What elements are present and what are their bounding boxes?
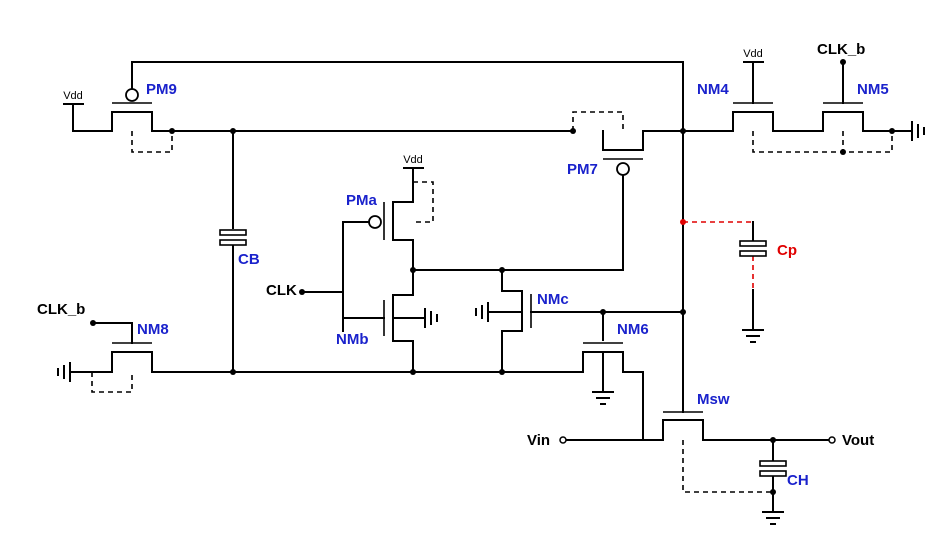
signal-vin: Vin xyxy=(527,432,550,449)
nmos-nmc xyxy=(487,290,532,332)
capacitor-cb xyxy=(219,229,247,246)
label-nm5: NM5 xyxy=(857,81,889,98)
signal-clk: CLK xyxy=(266,282,297,299)
pmos-pma xyxy=(342,167,414,241)
ground-cp-icon xyxy=(742,329,764,343)
signal-vout: Vout xyxy=(842,432,874,449)
label-pm9: PM9 xyxy=(146,81,177,98)
ground-symbols xyxy=(57,121,925,525)
vdd-label-pma: Vdd xyxy=(403,154,423,166)
vdd-symbols xyxy=(63,61,764,169)
ground-nmb-icon xyxy=(424,308,438,328)
label-pm7: PM7 xyxy=(567,161,598,178)
ground-nm6-icon xyxy=(592,391,614,405)
ground-nm8-icon xyxy=(57,362,71,382)
wires xyxy=(69,61,913,513)
nmos-nm4 xyxy=(732,61,774,132)
label-cp: Cp xyxy=(777,242,797,259)
bulk-connections xyxy=(91,111,893,493)
label-ch: CH xyxy=(787,472,809,489)
nmos-nm6 xyxy=(582,342,644,393)
label-pma: PMa xyxy=(346,192,378,209)
nmos-nm8 xyxy=(92,322,153,373)
ground-nmc-icon xyxy=(475,302,489,322)
label-nm8: NM8 xyxy=(137,321,169,338)
signal-clk-b-top: CLK_b xyxy=(817,41,865,58)
ground-ch-icon xyxy=(762,511,784,525)
label-nmb: NMb xyxy=(336,331,369,348)
nmos-nmb xyxy=(342,294,426,342)
label-msw: Msw xyxy=(697,391,730,408)
pmos-pm7 xyxy=(602,130,644,176)
vdd-label-nm4: Vdd xyxy=(743,48,763,60)
label-nm4: NM4 xyxy=(697,81,729,98)
labels: Vdd Vdd Vdd PM9 PMa PM7 NM4 NM5 NM8 NMb … xyxy=(37,41,889,489)
junction-dots xyxy=(90,59,895,495)
label-nm6: NM6 xyxy=(617,321,649,338)
nmos-msw xyxy=(642,411,704,441)
capacitor-ch xyxy=(759,460,787,477)
label-cb: CB xyxy=(238,251,260,268)
vdd-label-pm9: Vdd xyxy=(63,90,83,102)
capacitor-cp xyxy=(739,240,767,257)
label-nmc: NMc xyxy=(537,291,569,308)
pmos-pm9 xyxy=(111,88,153,132)
signal-clk-b-left: CLK_b xyxy=(37,301,85,318)
ground-nm5-icon xyxy=(911,121,925,141)
nmos-nm5 xyxy=(822,61,864,132)
